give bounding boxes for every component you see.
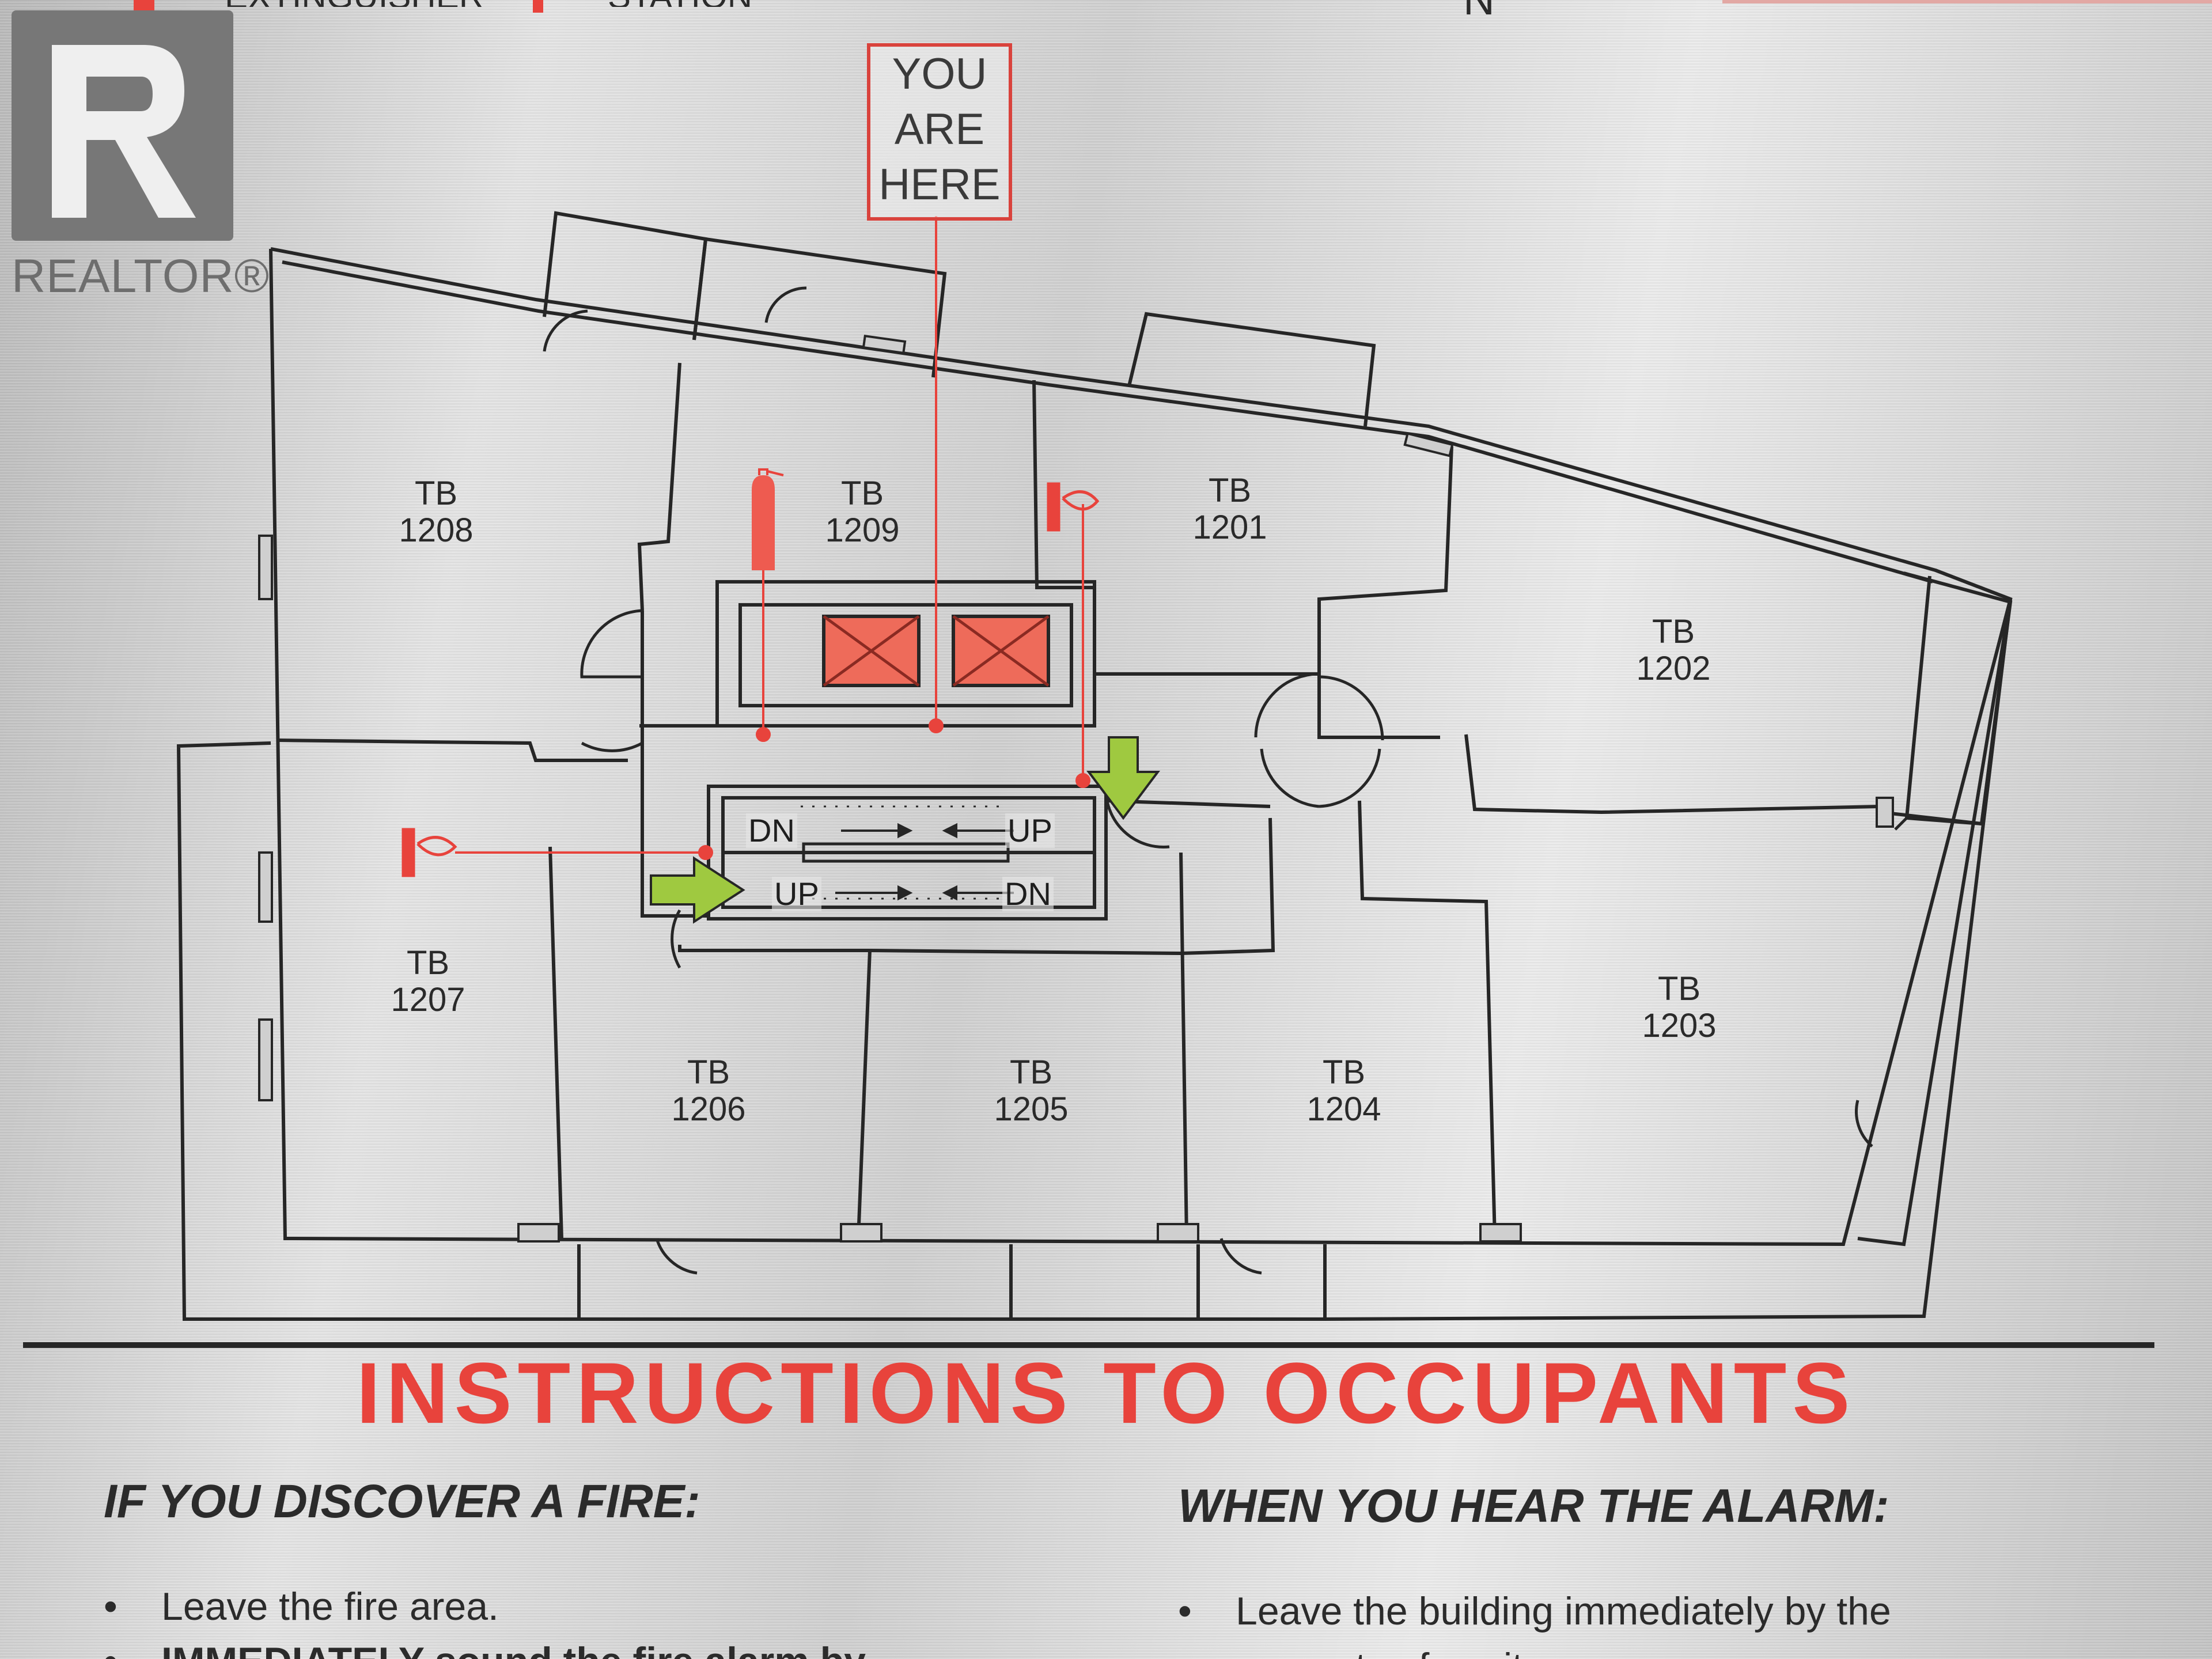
station-dot-west [698, 845, 713, 860]
marker-line-2: ARE [894, 105, 985, 154]
window-west-1 [258, 535, 273, 600]
realtor-logo: REALTOR® [12, 10, 269, 302]
window-south-2 [840, 1223, 882, 1243]
stair-label-top-right: UP [1005, 813, 1055, 848]
door-1206 [655, 1238, 698, 1275]
stair-label-top-left: DN [746, 813, 797, 848]
window-west-2 [258, 851, 273, 923]
legend-extinguisher-fragment: EXTINGUISHER [225, 0, 484, 7]
exit-arrow-west [650, 856, 745, 924]
door-1203 [1855, 1100, 1873, 1147]
east-strip [1857, 569, 2013, 1247]
right-bullet-1: •Leave the building immediately by the [1178, 1589, 1891, 1633]
wall-row-divider-west [276, 738, 628, 762]
door-corridor-e3 [1260, 748, 1320, 808]
marker-line-3: HERE [878, 160, 1001, 209]
door-corridor-w2 [581, 741, 643, 752]
north-closet-3 [1127, 312, 1376, 427]
realtor-logo-mark [12, 10, 233, 241]
wall-1201-1202 [1317, 446, 1453, 674]
window-south-4 [1479, 1223, 1522, 1243]
corridor-west [641, 611, 709, 918]
legend-corner-swatch [1722, 0, 2212, 3]
door-corridor-e2 [1319, 675, 1384, 741]
door-corridor-e4 [1319, 748, 1381, 808]
elevator-core [715, 580, 1096, 728]
south-bays [579, 1244, 1327, 1321]
right-heading: WHEN YOU HEAR THE ALARM: [1178, 1480, 1889, 1532]
wall-1205-1204 [1179, 852, 1188, 1239]
legend-station-fragment: STATION [608, 0, 752, 7]
realtor-wordmark: REALTOR® [12, 250, 270, 302]
wall-1202-1203 [1464, 734, 1881, 815]
door-stair-west [671, 909, 681, 969]
instructions-title: INSTRUCTIONS TO OCCUPANTS [356, 1344, 1856, 1441]
corridor-west-lower [678, 945, 1181, 955]
wall-1204-1203 [1358, 800, 1497, 1239]
door-1202 [1894, 817, 1908, 831]
stair-treads [801, 805, 1010, 900]
window-north-2 [1403, 432, 1454, 457]
door-closet-1 [543, 309, 588, 352]
door-closet-2 [764, 286, 807, 323]
door-1204 [1219, 1238, 1262, 1275]
door-corridor-e1 [1254, 672, 1320, 738]
window-west-3 [258, 1018, 273, 1101]
door-stair-east [1104, 791, 1170, 849]
south-east-bay [1324, 599, 2012, 1321]
marker-dot [929, 718, 944, 733]
bullet-dot: • [104, 1639, 161, 1659]
wall-1207-1206 [548, 846, 563, 1239]
elevator-cars [822, 615, 1050, 687]
marker-line-1: YOU [892, 50, 987, 99]
left-bullet-1: •Leave the fire area. [104, 1585, 499, 1628]
left-heading: IF YOU DISCOVER A FIRE: [104, 1475, 700, 1528]
window-north-1 [862, 334, 907, 355]
station-dot-east [1075, 773, 1090, 788]
outer-wall-inner-line [282, 260, 1933, 584]
elevator-core-inner [738, 603, 1073, 707]
west-annex [176, 741, 581, 1321]
fire-extinguisher-icon [752, 468, 784, 570]
section-divider [23, 1342, 2154, 1348]
exit-arrow-east [1086, 736, 1160, 820]
wall-1204-west [1180, 817, 1275, 955]
bullet-dot: • [1178, 1589, 1192, 1633]
stair-label-bottom-right: DN [1002, 877, 1054, 911]
corridor-east [1094, 672, 1440, 739]
wall-1209-1201 [1032, 380, 1094, 589]
pull-station-icon-east [1047, 482, 1100, 532]
legend-red-swatch-2 [533, 0, 543, 13]
window-east-1 [1876, 797, 1894, 828]
stair-direction-arrows [835, 823, 1014, 901]
wall-1206-1205 [857, 950, 872, 1239]
left-bullet-2: •IMMEDIATELY sound the fire alarm by [104, 1639, 866, 1659]
extinguisher-dot [756, 727, 771, 742]
north-closet-2 [692, 237, 947, 378]
stair-label-bottom-left: UP [772, 877, 821, 911]
north-arrow-fragment: N [1463, 0, 1495, 15]
wall-1208-1209 [637, 362, 681, 611]
bullet-dot: • [104, 1585, 118, 1628]
window-south-1 [517, 1223, 560, 1243]
window-south-3 [1157, 1223, 1199, 1243]
pull-station-icon-west [402, 828, 457, 877]
door-corridor-w1 [580, 609, 643, 679]
you-are-here-marker: YOU ARE HERE [867, 43, 1012, 221]
east-tower-divider [1880, 810, 1982, 825]
right-bullet-2: nearest safe exit [1178, 1645, 1523, 1659]
